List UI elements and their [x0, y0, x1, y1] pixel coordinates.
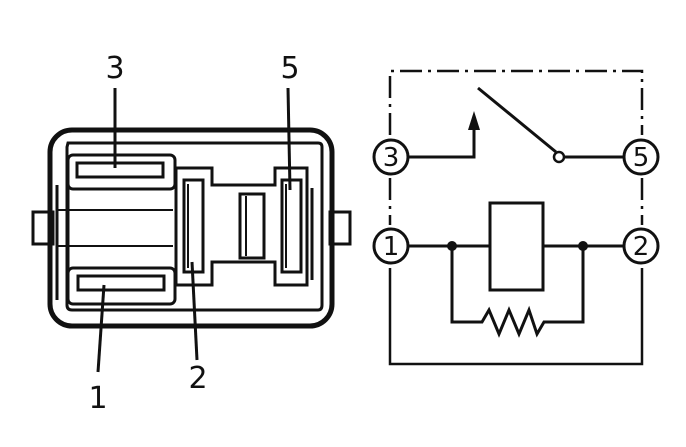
pin-1-leader: [96, 284, 106, 373]
resistor-branch: [450, 246, 585, 338]
terminal-3-wire: [408, 127, 476, 159]
pin-3-slot-outer: [66, 153, 177, 191]
contact-arrow-icon: [468, 111, 480, 130]
terminal-2: [622, 227, 660, 265]
terminal-5: [622, 138, 660, 176]
connector-housing: [47, 127, 335, 329]
pin-2-terminal: [182, 178, 205, 274]
terminal-3: [372, 138, 410, 176]
connector-right-tab: [328, 210, 352, 246]
terminal-1-label: 1: [383, 232, 400, 262]
pin-1-terminal: [76, 274, 166, 292]
pin-3-terminal: [75, 161, 165, 179]
schematic-enclosure: [388, 268, 644, 366]
pin-5-leader: [286, 87, 292, 191]
pin-2-leader: [190, 261, 199, 361]
terminal-3-label: 3: [383, 143, 400, 173]
pin-1-slot-outer: [66, 266, 177, 306]
pin-2-label: 2: [188, 361, 207, 396]
pin-3-label: 3: [105, 51, 124, 86]
terminal-1: [372, 227, 410, 265]
center-block: [238, 192, 266, 260]
terminal-2-label: 2: [633, 232, 650, 262]
pin-1-label: 1: [88, 381, 107, 416]
relay-schematic: 3 5 1 2: [372, 69, 660, 366]
switch-pivot: [552, 150, 566, 164]
pin-5-terminal: [280, 178, 303, 274]
relay-coil: [488, 201, 545, 292]
center-cavity: [174, 166, 309, 287]
switch-blade: [477, 86, 557, 154]
schematic-enclosure: [388, 69, 644, 135]
connector-view: 3 5 2 1: [31, 51, 352, 416]
connector-inner-outline: [65, 141, 324, 312]
connector-left-tab: [31, 210, 55, 246]
terminal-5-label: 5: [633, 143, 650, 173]
pin-5-label: 5: [280, 51, 299, 86]
